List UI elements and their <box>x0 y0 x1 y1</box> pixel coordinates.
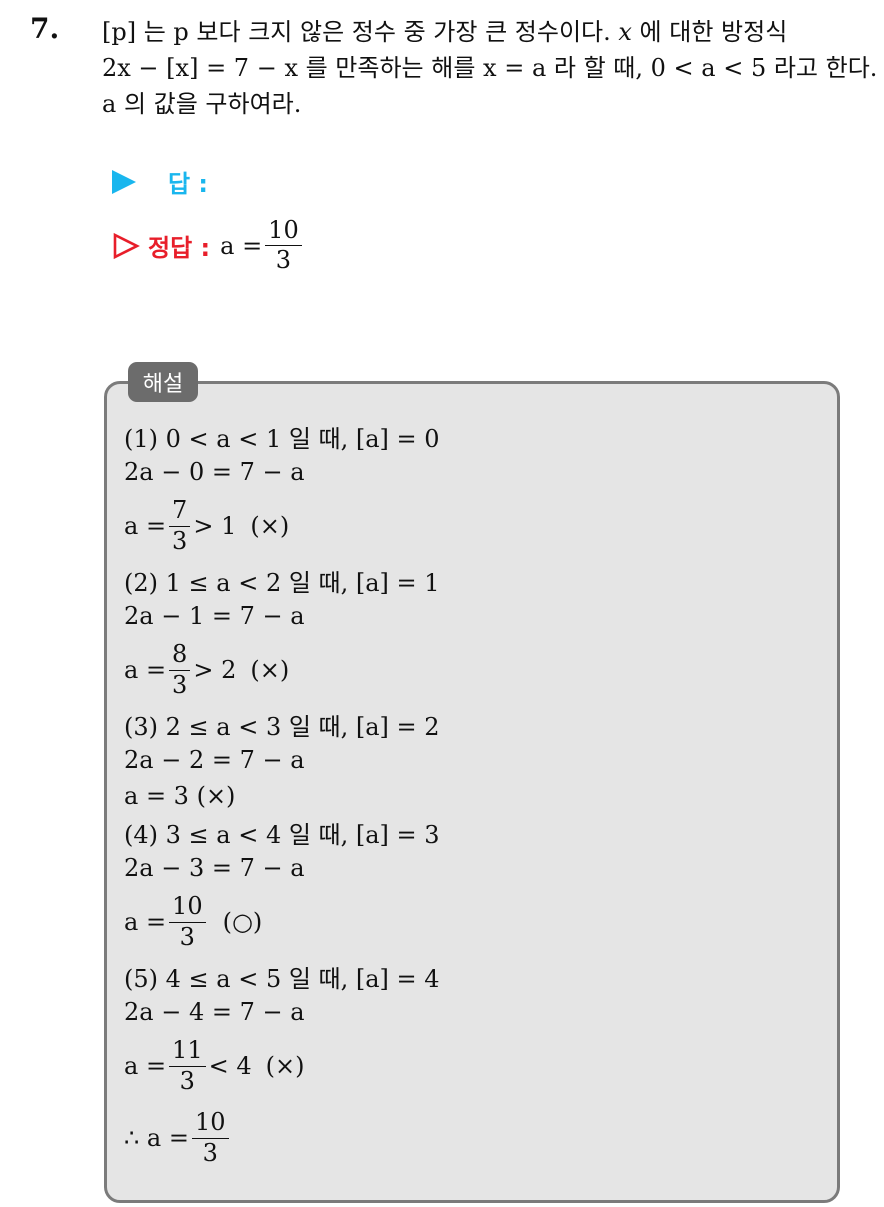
question-line-2: 2x − [x] = 7 − x 를 만족하는 해를 x = a 라 할 때, … <box>102 54 878 82</box>
fraction-numerator: 11 <box>169 1038 206 1067</box>
fraction-numerator: 10 <box>265 217 302 247</box>
play-icon <box>112 169 136 194</box>
solution-line: 2a − 1 = 7 − a <box>124 602 305 630</box>
correct-answer-prefix: a = <box>220 231 263 260</box>
solution-lhs: a = <box>124 1052 167 1080</box>
fraction-denominator: 3 <box>172 526 188 555</box>
solution-mark: (×) <box>265 1052 305 1080</box>
fraction-denominator: 3 <box>172 670 188 699</box>
fraction-denominator: 3 <box>179 922 195 951</box>
question-number: 7. <box>30 12 60 45</box>
fraction-denominator: 3 <box>179 1066 195 1095</box>
solution-line: a = 3 (×) <box>124 782 236 810</box>
solution-rhs: > 2 <box>193 656 237 684</box>
answer-label: 답 : <box>168 170 209 198</box>
fraction-numerator: 10 <box>191 1110 229 1139</box>
solution-content: (1) 0 < a < 1 일 때, [a] = 0 2a − 0 = 7 − a… <box>124 418 824 1174</box>
solution-mark: (×) <box>250 512 290 540</box>
solution-line: 2a − 2 = 7 − a <box>124 746 305 774</box>
solution-tab: 해설 <box>128 362 198 402</box>
solution-rhs: < 4 <box>208 1052 252 1080</box>
correct-answer-fraction: 10 3 <box>265 217 302 275</box>
solution-rhs: > 1 <box>193 512 237 540</box>
solution-line: (1) 0 < a < 1 일 때, [a] = 0 <box>124 424 440 453</box>
correct-answer-label: 정답 : <box>148 234 211 263</box>
fraction-numerator: 8 <box>169 642 191 671</box>
solution-lhs: a = <box>124 908 167 936</box>
solution-line: (3) 2 ≤ a < 3 일 때, [a] = 2 <box>124 712 440 741</box>
solution-line: (4) 3 ≤ a < 4 일 때, [a] = 3 <box>124 820 440 849</box>
solution-box <box>104 381 840 1203</box>
question-line-1: [p] 는 p 보다 크지 않은 정수 중 가장 큰 정수이다. x 에 대한 … <box>102 18 788 46</box>
solution-line: 2a − 4 = 7 − a <box>124 998 305 1026</box>
solution-mark: (×) <box>250 656 290 684</box>
fraction-denominator: 3 <box>202 1138 218 1167</box>
solution-mark: (○) <box>222 908 263 936</box>
solution-line: 2a − 0 = 7 − a <box>124 458 305 486</box>
fraction-numerator: 7 <box>169 498 191 527</box>
fraction-denominator: 3 <box>275 246 292 275</box>
fraction-numerator: 10 <box>169 894 206 923</box>
question-line-3: a 의 값을 구하여라. <box>102 90 302 118</box>
solution-line: 2a − 3 = 7 − a <box>124 854 305 882</box>
solution-lhs: a = <box>124 512 167 540</box>
solution-line: (2) 1 ≤ a < 2 일 때, [a] = 1 <box>124 568 440 597</box>
solution-lhs: ∴ a = <box>124 1124 189 1152</box>
solution-lhs: a = <box>124 656 167 684</box>
solution-line: (5) 4 ≤ a < 5 일 때, [a] = 4 <box>124 964 440 993</box>
outline-play-icon <box>113 232 140 259</box>
question-text: [p] 는 p 보다 크지 않은 정수 중 가장 큰 정수이다. x 에 대한 … <box>102 14 878 122</box>
correct-answer-row: 정답 : a = 10 3 <box>112 217 305 275</box>
answer-row: 답 : <box>112 164 208 199</box>
